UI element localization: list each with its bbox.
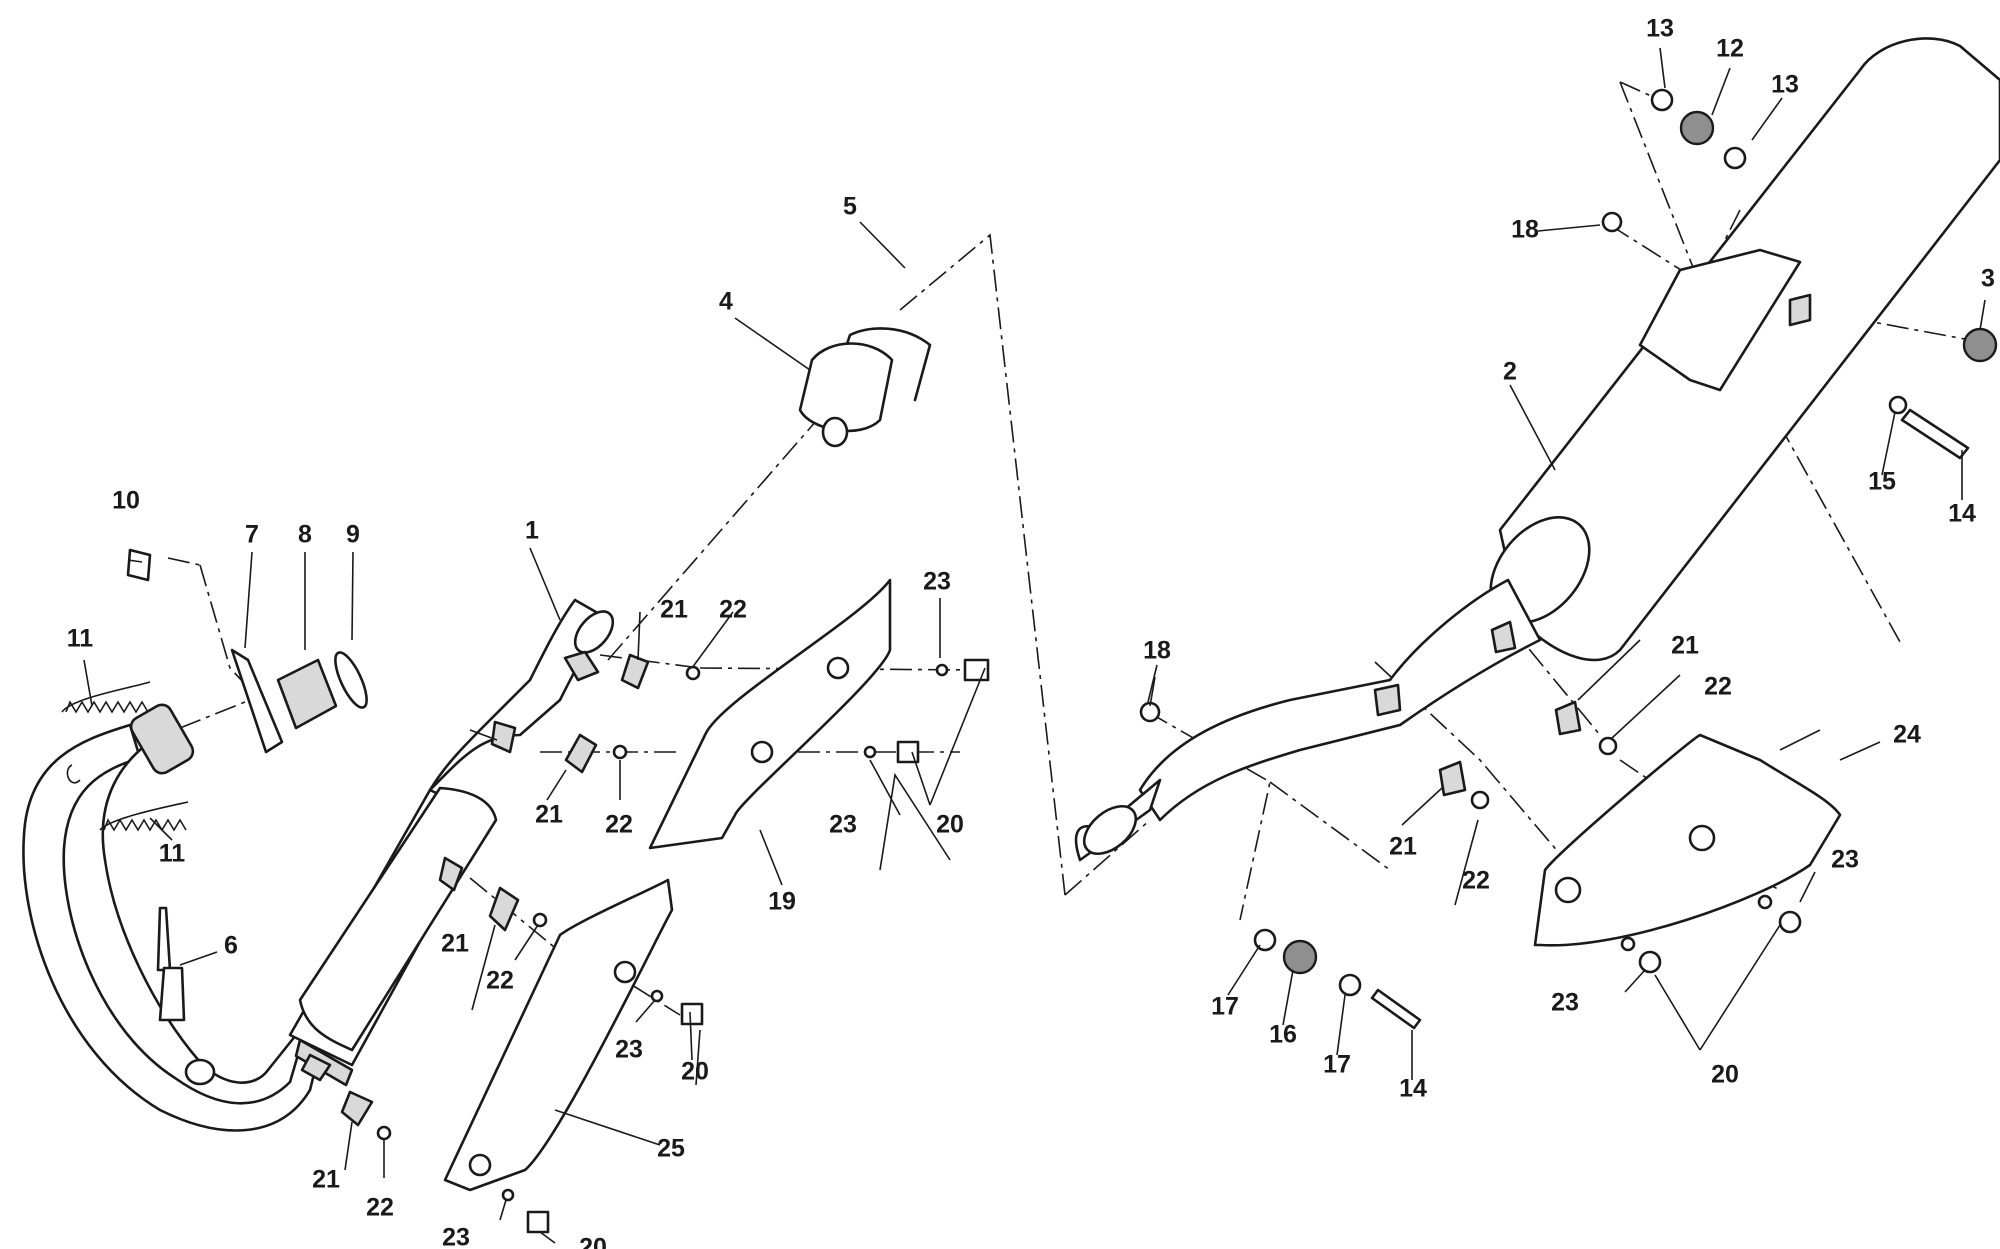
callout-labels: 1 2 3 4 5 6 7 8 9 10 11 11 12 13 13 14 1… xyxy=(67,15,1995,1249)
callout-7: 7 xyxy=(245,521,259,549)
callout-2: 2 xyxy=(1503,358,1517,386)
springs xyxy=(61,681,189,832)
heat-shield-24 xyxy=(1533,733,1842,947)
callout-4: 4 xyxy=(719,288,733,316)
callout-20-d: 20 xyxy=(579,1234,607,1249)
callout-18-mid: 18 xyxy=(1143,637,1171,665)
leader-lines xyxy=(83,47,1986,1244)
callout-22-a: 22 xyxy=(719,596,747,624)
callout-5: 5 xyxy=(843,193,857,221)
o2-sensor xyxy=(156,906,216,1086)
callout-21-c: 21 xyxy=(441,930,469,958)
callout-22-f: 22 xyxy=(1462,867,1490,895)
callout-23-d: 23 xyxy=(442,1224,470,1249)
muffler-pipe-1 xyxy=(288,598,615,1087)
callout-22-c: 22 xyxy=(486,967,514,995)
heat-shield-19 xyxy=(648,578,892,850)
callout-12: 12 xyxy=(1716,35,1744,63)
callout-20-b: 20 xyxy=(681,1058,709,1086)
callout-8: 8 xyxy=(298,521,312,549)
callout-3: 3 xyxy=(1981,265,1995,293)
callout-17-left: 17 xyxy=(1211,993,1239,1021)
callout-13-right: 13 xyxy=(1771,71,1799,99)
callout-23-e: 23 xyxy=(1831,846,1859,874)
link-pipe-tip xyxy=(1074,778,1162,862)
callout-23-a: 23 xyxy=(923,568,951,596)
callout-21-e: 21 xyxy=(1671,632,1699,660)
callout-21-d: 21 xyxy=(312,1166,340,1194)
callout-20-c: 20 xyxy=(1711,1061,1739,1089)
callout-24: 24 xyxy=(1893,721,1921,749)
callout-23-b: 23 xyxy=(829,811,857,839)
callout-17-right: 17 xyxy=(1323,1051,1351,1079)
callout-22-b: 22 xyxy=(605,811,633,839)
exhaust-header-pipe xyxy=(22,723,322,1132)
callout-23-f: 23 xyxy=(1551,989,1579,1017)
muffler-2 xyxy=(1138,37,2000,822)
callout-21-f: 21 xyxy=(1389,833,1417,861)
heat-shield-25 xyxy=(443,878,674,1192)
header-flange xyxy=(126,548,368,775)
callout-23-c: 23 xyxy=(615,1036,643,1064)
clamp-and-sleeve xyxy=(798,327,932,448)
callout-21-b: 21 xyxy=(535,801,563,829)
callout-9: 9 xyxy=(346,521,360,549)
callout-21-a: 21 xyxy=(660,596,688,624)
callout-11-top: 11 xyxy=(67,625,94,653)
muffler-bracket xyxy=(1638,248,1812,392)
callout-10: 10 xyxy=(112,487,140,515)
small-hardware-left xyxy=(300,650,990,1234)
callout-13-left: 13 xyxy=(1646,15,1674,43)
callout-18-top: 18 xyxy=(1511,216,1539,244)
callout-1: 1 xyxy=(525,517,539,545)
callout-14-right: 14 xyxy=(1948,500,1976,528)
callout-19: 19 xyxy=(768,888,796,916)
small-hardware-right xyxy=(1139,88,1998,1030)
callout-16: 16 xyxy=(1269,1021,1297,1049)
callout-22-d: 22 xyxy=(366,1194,394,1222)
callout-15: 15 xyxy=(1868,468,1896,496)
callout-14-bottom: 14 xyxy=(1399,1075,1427,1103)
callout-6: 6 xyxy=(224,932,238,960)
callout-11-bottom: 11 xyxy=(159,840,186,868)
callout-25: 25 xyxy=(657,1135,685,1163)
callout-22-e: 22 xyxy=(1704,673,1732,701)
callout-20-a: 20 xyxy=(936,811,964,839)
